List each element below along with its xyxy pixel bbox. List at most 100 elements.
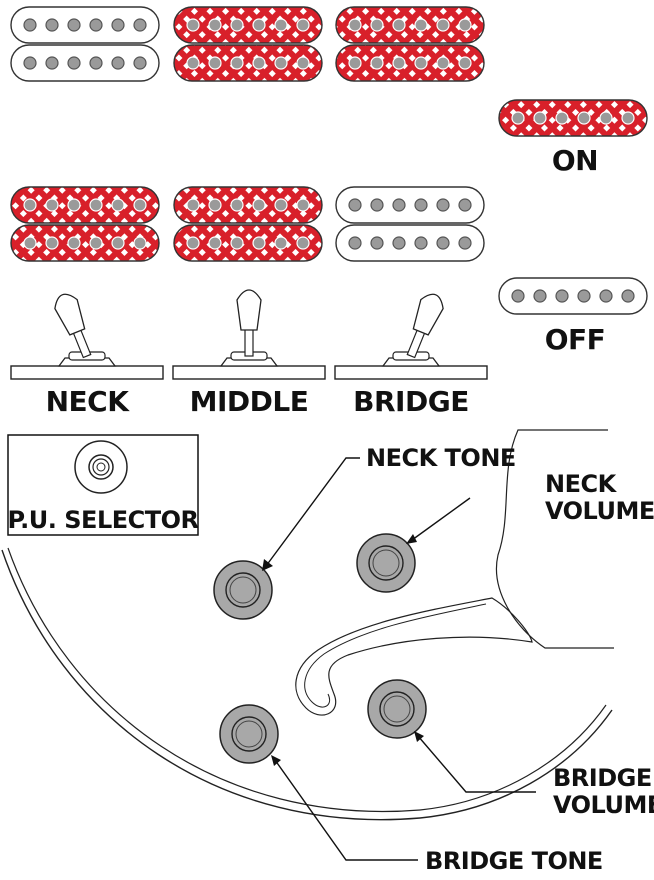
pole-piece bbox=[436, 198, 450, 212]
pickup-lower-coil-row2-1 bbox=[173, 224, 323, 262]
callout-arrows bbox=[262, 457, 536, 861]
pickup-upper-coil-0 bbox=[10, 6, 160, 44]
pole-piece bbox=[296, 198, 310, 212]
pole-piece bbox=[133, 18, 147, 32]
pickup-upper-coil-1 bbox=[173, 6, 323, 44]
pole-piece bbox=[252, 198, 266, 212]
legend-pickup-on-icon bbox=[498, 99, 648, 137]
pole-piece bbox=[392, 56, 406, 70]
pole-piece bbox=[458, 56, 472, 70]
pickup-combinations bbox=[10, 6, 485, 262]
bridge-tone-arrow-line bbox=[274, 759, 418, 861]
pole-piece bbox=[274, 18, 288, 32]
pole-piece bbox=[348, 198, 362, 212]
pole-piece bbox=[111, 56, 125, 70]
pole-piece bbox=[186, 198, 200, 212]
pole-piece bbox=[186, 18, 200, 32]
pole-piece bbox=[208, 198, 222, 212]
pole-piece bbox=[348, 18, 362, 32]
pole-piece bbox=[533, 111, 547, 125]
pole-piece bbox=[252, 56, 266, 70]
pole-piece bbox=[392, 236, 406, 250]
bridge-volume-arrow-line bbox=[417, 735, 536, 793]
pole-piece bbox=[252, 18, 266, 32]
pole-piece bbox=[599, 111, 613, 125]
pole-piece bbox=[296, 18, 310, 32]
control-knobs bbox=[213, 533, 427, 764]
pole-piece bbox=[436, 56, 450, 70]
bridge-volume-knob-icon bbox=[367, 679, 427, 739]
pole-piece bbox=[89, 18, 103, 32]
pole-piece bbox=[89, 236, 103, 250]
pole-piece bbox=[67, 56, 81, 70]
toggle-switches bbox=[10, 289, 488, 380]
pole-piece bbox=[533, 289, 547, 303]
pole-piece bbox=[274, 56, 288, 70]
pole-piece bbox=[45, 18, 59, 32]
pole-piece bbox=[89, 56, 103, 70]
pickup-lower-coil-0 bbox=[10, 44, 160, 82]
pole-piece bbox=[458, 18, 472, 32]
pole-piece bbox=[208, 18, 222, 32]
bridge-tone-knob-icon bbox=[219, 704, 279, 764]
pole-piece bbox=[230, 56, 244, 70]
legend-on-label: ON bbox=[552, 144, 598, 177]
pickup-lower-coil-row2-0 bbox=[10, 224, 160, 262]
legend-off-coil bbox=[498, 277, 648, 315]
pole-piece bbox=[133, 56, 147, 70]
selector-label: P.U. SELECTOR bbox=[8, 506, 199, 534]
pickup-lower-coil-2 bbox=[335, 44, 485, 82]
pole-piece bbox=[111, 18, 125, 32]
pole-piece bbox=[23, 56, 37, 70]
pole-piece bbox=[133, 198, 147, 212]
pickup-upper-coil-row2-2 bbox=[335, 186, 485, 224]
pole-piece bbox=[599, 289, 613, 303]
toggle-label-neck: NECK bbox=[46, 385, 131, 418]
pole-piece bbox=[67, 198, 81, 212]
pole-piece bbox=[111, 236, 125, 250]
three-way-toggle-switch-icon bbox=[10, 293, 164, 380]
pole-piece bbox=[414, 56, 428, 70]
legend-pickup-off-icon bbox=[498, 277, 648, 315]
pole-piece bbox=[370, 56, 384, 70]
pole-piece bbox=[458, 236, 472, 250]
pole-piece bbox=[348, 236, 362, 250]
pole-piece bbox=[577, 111, 591, 125]
legend-on-coil bbox=[498, 99, 648, 137]
pole-piece bbox=[555, 111, 569, 125]
toggle-label-bridge: BRIDGE bbox=[353, 385, 469, 418]
neck-volume-label-line1: NECK bbox=[545, 470, 618, 498]
pole-piece bbox=[511, 289, 525, 303]
pole-piece bbox=[230, 18, 244, 32]
pole-piece bbox=[414, 18, 428, 32]
legend: ON OFF bbox=[498, 99, 648, 356]
pole-piece bbox=[23, 198, 37, 212]
pole-piece bbox=[45, 198, 59, 212]
pole-piece bbox=[230, 198, 244, 212]
pole-piece bbox=[111, 198, 125, 212]
pole-piece bbox=[230, 236, 244, 250]
pole-piece bbox=[45, 56, 59, 70]
pole-piece bbox=[186, 236, 200, 250]
bridge-volume-label-line2: VOLUME bbox=[553, 791, 654, 819]
pole-piece bbox=[296, 56, 310, 70]
pole-piece bbox=[621, 289, 635, 303]
pole-piece bbox=[436, 236, 450, 250]
pole-piece bbox=[23, 18, 37, 32]
pole-piece bbox=[621, 111, 635, 125]
pickup-upper-coil-row2-1 bbox=[173, 186, 323, 224]
pole-piece bbox=[414, 198, 428, 212]
neck-tone-knob-icon bbox=[213, 560, 273, 620]
pole-piece bbox=[370, 236, 384, 250]
pole-piece bbox=[370, 198, 384, 212]
pole-piece bbox=[89, 198, 103, 212]
neck-volume-label-line2: VOLUME bbox=[545, 497, 654, 525]
bridge-volume-label-line1: BRIDGE bbox=[553, 764, 652, 792]
selector-switch-knob-icon bbox=[74, 440, 128, 494]
three-way-toggle-switch-icon bbox=[334, 293, 488, 380]
pole-piece bbox=[23, 236, 37, 250]
pole-piece bbox=[511, 111, 525, 125]
pole-piece bbox=[208, 236, 222, 250]
pole-piece bbox=[45, 236, 59, 250]
pole-piece bbox=[577, 289, 591, 303]
